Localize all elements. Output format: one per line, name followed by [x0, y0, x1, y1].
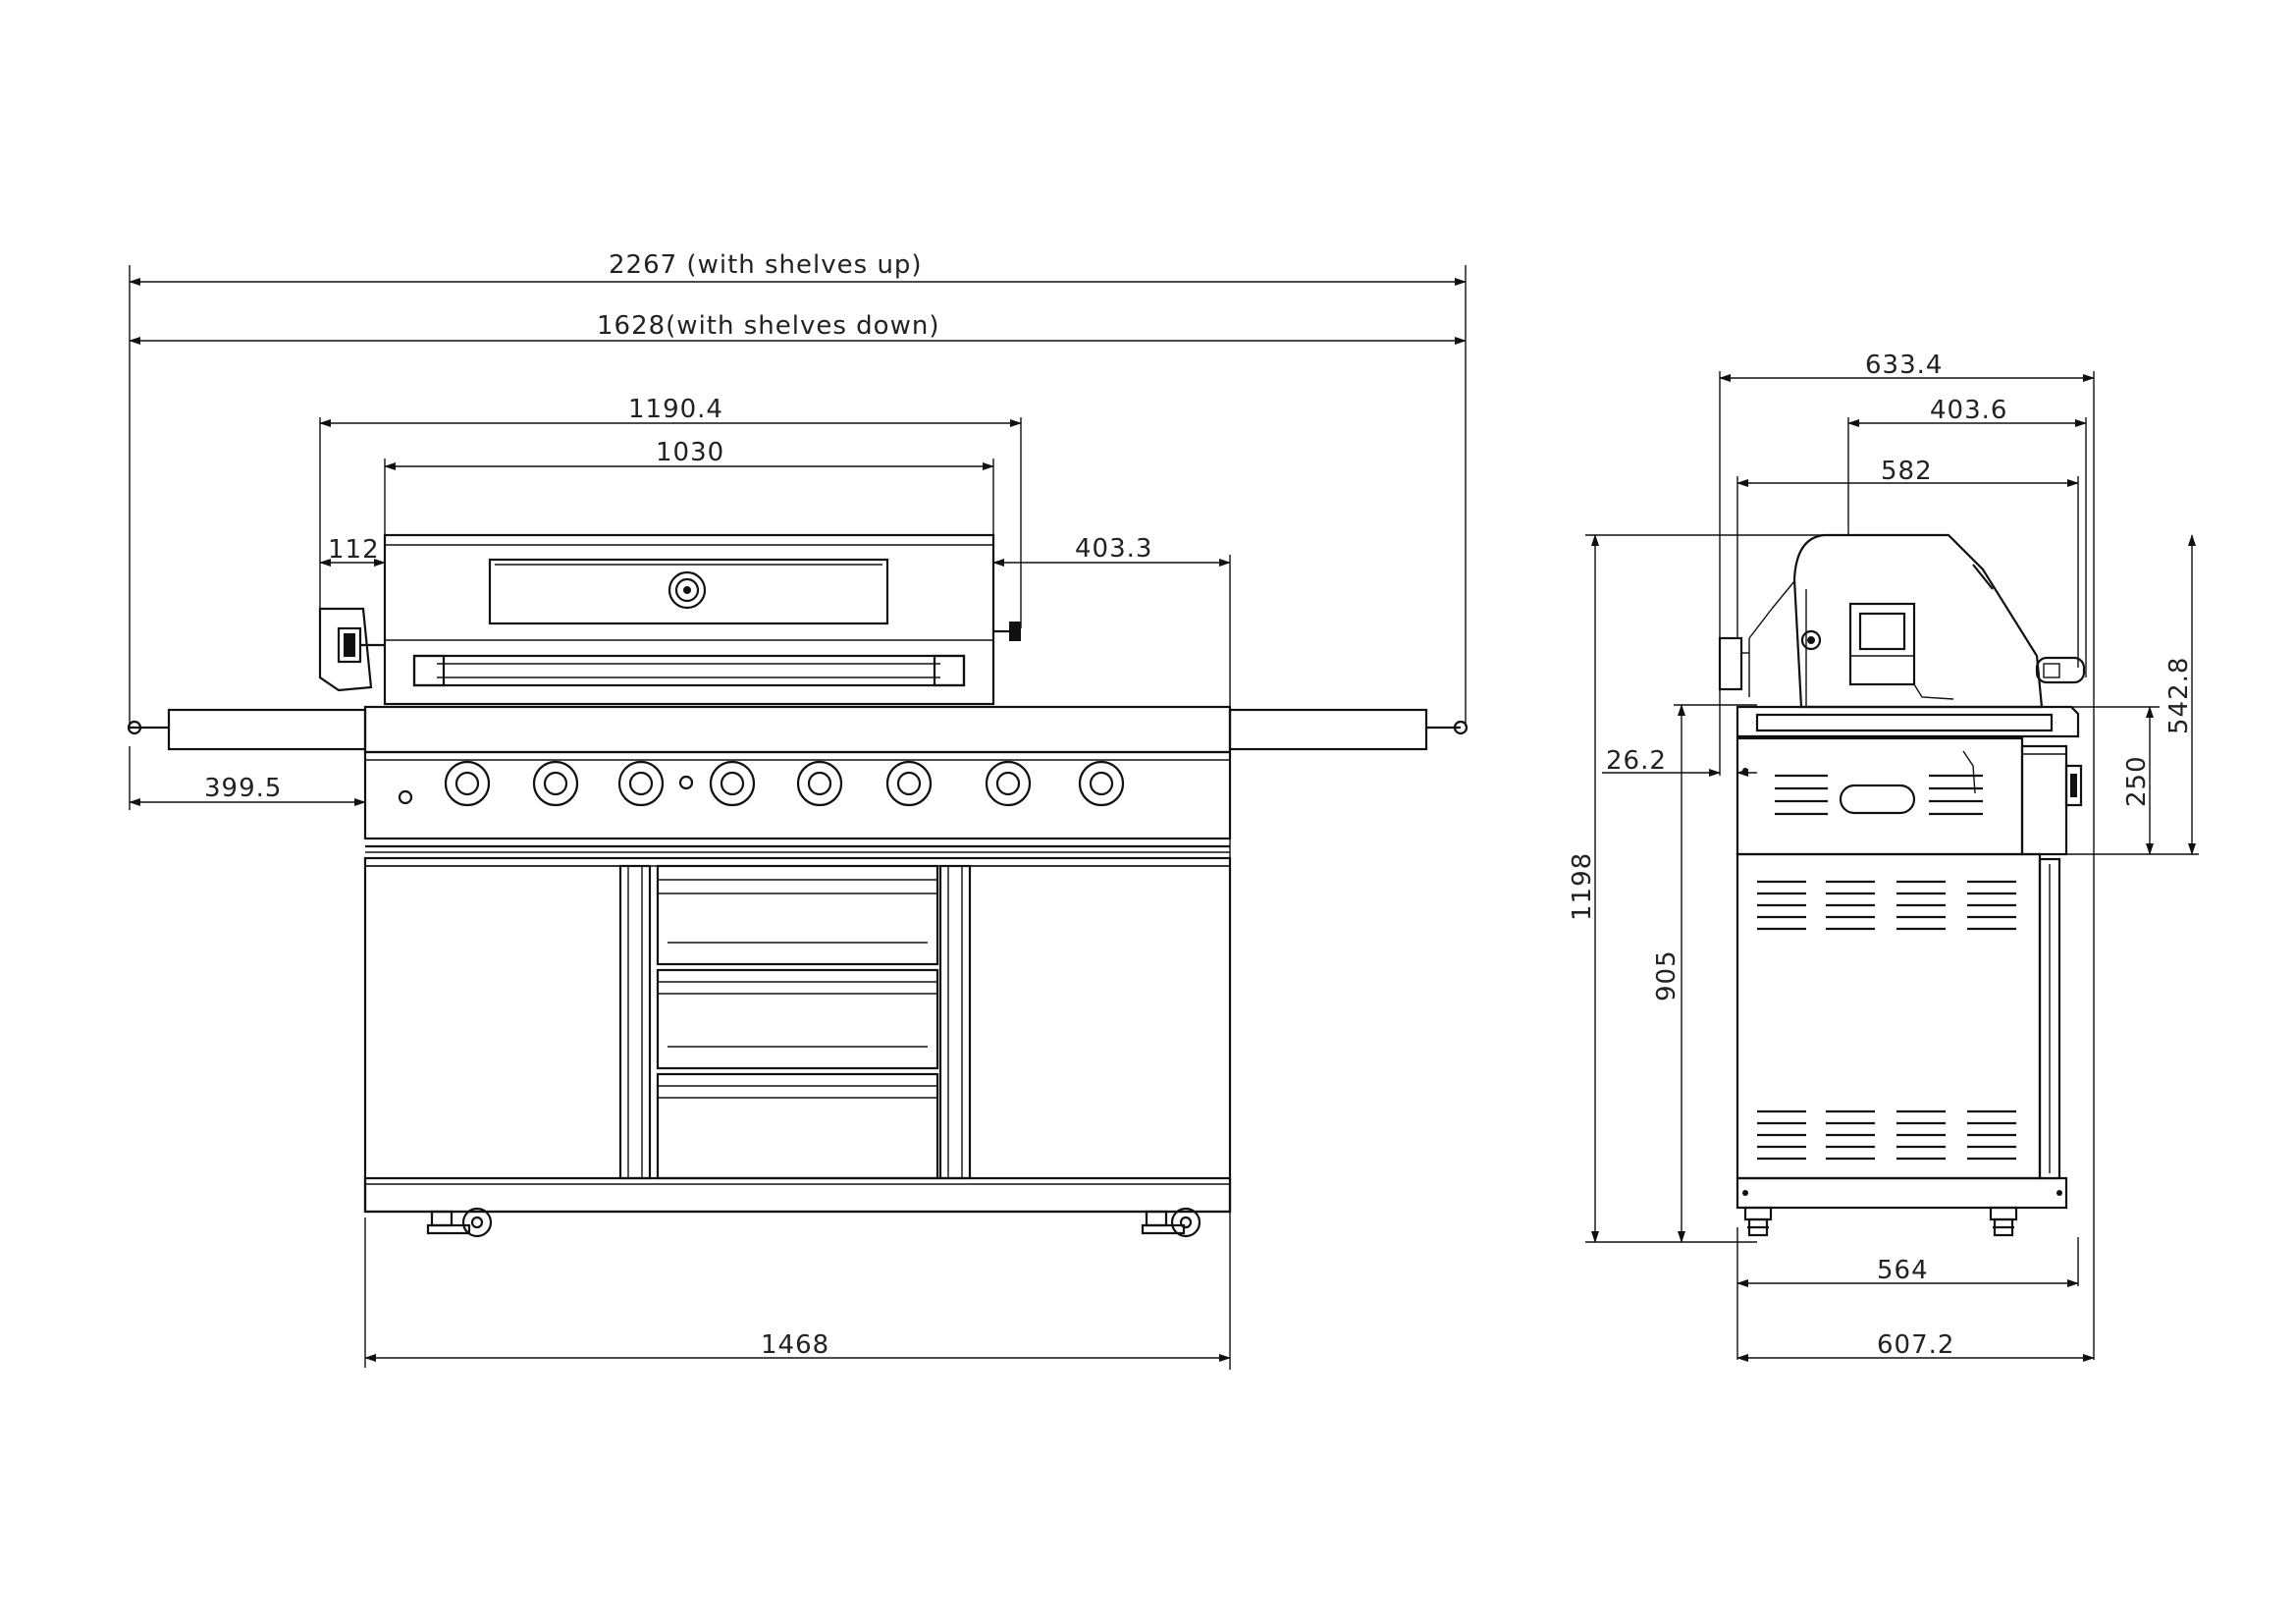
knob-icon — [709, 760, 756, 807]
side-vent-slots-upper — [1775, 750, 1983, 816]
dim-side-upper-height-label: 542.8 — [2164, 657, 2194, 734]
knob-icon — [796, 760, 843, 807]
dim-hood-width-handle-label: 1190.4 — [628, 395, 723, 424]
dim-side-base-depth: 564 — [1736, 1227, 2079, 1360]
dim-hood-width: 1030 — [384, 438, 994, 540]
dim-side-overall-depth-label: 607.2 — [1877, 1330, 1954, 1360]
knob-icon — [985, 760, 1032, 807]
dim-right-shelf-offset-label: 403.3 — [1075, 534, 1152, 564]
dim-cart-width-label: 1468 — [761, 1330, 829, 1360]
dim-hood-left-offset-label: 112 — [328, 535, 380, 565]
dim-side-upper-height: 542.8 — [2022, 534, 2199, 855]
ignition-button — [398, 789, 413, 805]
knob-icon — [532, 760, 579, 807]
hood-window — [488, 558, 889, 625]
hood-handle — [412, 654, 966, 687]
dim-side-hood-depth-label: 403.6 — [1930, 396, 2007, 425]
dim-width-shelves-up: 2267 (with shelves up) — [129, 250, 1467, 727]
hood — [383, 533, 995, 706]
dim-side-depth-582-label: 582 — [1881, 457, 1933, 486]
knob-icon — [617, 760, 665, 807]
control-panel — [363, 705, 1232, 853]
dim-side-total-height-label: 1198 — [1568, 852, 1597, 921]
side-vent-slots-top — [1757, 880, 2016, 931]
side-cart — [1735, 705, 2083, 856]
dim-side-offset: 26.2 — [1602, 707, 1757, 777]
dim-side-base-depth-label: 564 — [1877, 1256, 1929, 1285]
dim-side-offset-label: 26.2 — [1606, 746, 1667, 776]
dim-right-shelf-offset: 403.3 — [992, 534, 1231, 1370]
dim-side-depth-total: 633.4 — [1719, 351, 2095, 1360]
knob-icon — [444, 760, 491, 807]
dim-side-hood-depth: 403.6 — [1847, 396, 2087, 677]
side-cabinet — [1735, 852, 2068, 1210]
dim-left-shelf-width-label: 399.5 — [204, 774, 282, 803]
dim-side-depth-total-label: 633.4 — [1865, 351, 1943, 380]
side-shelf-right — [1228, 708, 1468, 751]
drawer-stack — [656, 864, 939, 1180]
thermometer-icon — [667, 570, 707, 610]
side-caster-left — [1743, 1206, 1773, 1237]
left-door — [364, 865, 621, 1179]
dim-side-counter-height-label: 905 — [1652, 949, 1682, 1001]
dim-width-shelves-down-label: 1628(with shelves down) — [597, 311, 939, 341]
side-shelf-left — [127, 708, 367, 751]
dim-cart-width: 1468 — [364, 1217, 1231, 1368]
dim-hood-left-offset: 112 — [319, 535, 386, 567]
dim-side-counter-height: 905 — [1652, 704, 1757, 1243]
knob-icon — [1078, 760, 1125, 807]
knob-icon — [885, 760, 933, 807]
dim-width-shelves-up-label: 2267 (with shelves up) — [609, 250, 923, 280]
side-vent-window — [1839, 784, 1916, 815]
dim-left-shelf-width: 399.5 — [129, 746, 366, 810]
rotisserie-knob — [993, 622, 1021, 641]
side-hood — [1718, 533, 2086, 709]
front-view: 2267 (with shelves up) 1628(with shelves… — [127, 250, 1468, 1370]
dim-side-overall-depth: 607.2 — [1736, 1330, 2095, 1362]
dim-hood-width-handle: 1190.4 — [319, 395, 1022, 628]
side-vent-slots-bottom — [1757, 1109, 2016, 1161]
rotisserie-bracket — [318, 607, 385, 692]
side-caster-right — [1989, 1206, 2018, 1237]
side-rotisserie-motor — [1848, 602, 1916, 686]
dim-hood-width-label: 1030 — [656, 438, 724, 467]
dim-side-control-height: 250 — [2061, 706, 2160, 855]
dim-width-shelves-down: 1628(with shelves down) — [129, 311, 1467, 345]
cart-body — [363, 856, 1232, 1214]
indicator-light — [678, 775, 694, 790]
caster-left — [426, 1207, 493, 1238]
dim-side-depth-582: 582 — [1736, 457, 2079, 668]
burner-knobs — [444, 760, 1125, 807]
dim-side-control-height-label: 250 — [2122, 755, 2152, 807]
side-view: 633.4 403.6 582 1198 905 — [1568, 351, 2199, 1362]
caster-right — [1141, 1207, 1201, 1238]
right-door — [969, 865, 1231, 1179]
